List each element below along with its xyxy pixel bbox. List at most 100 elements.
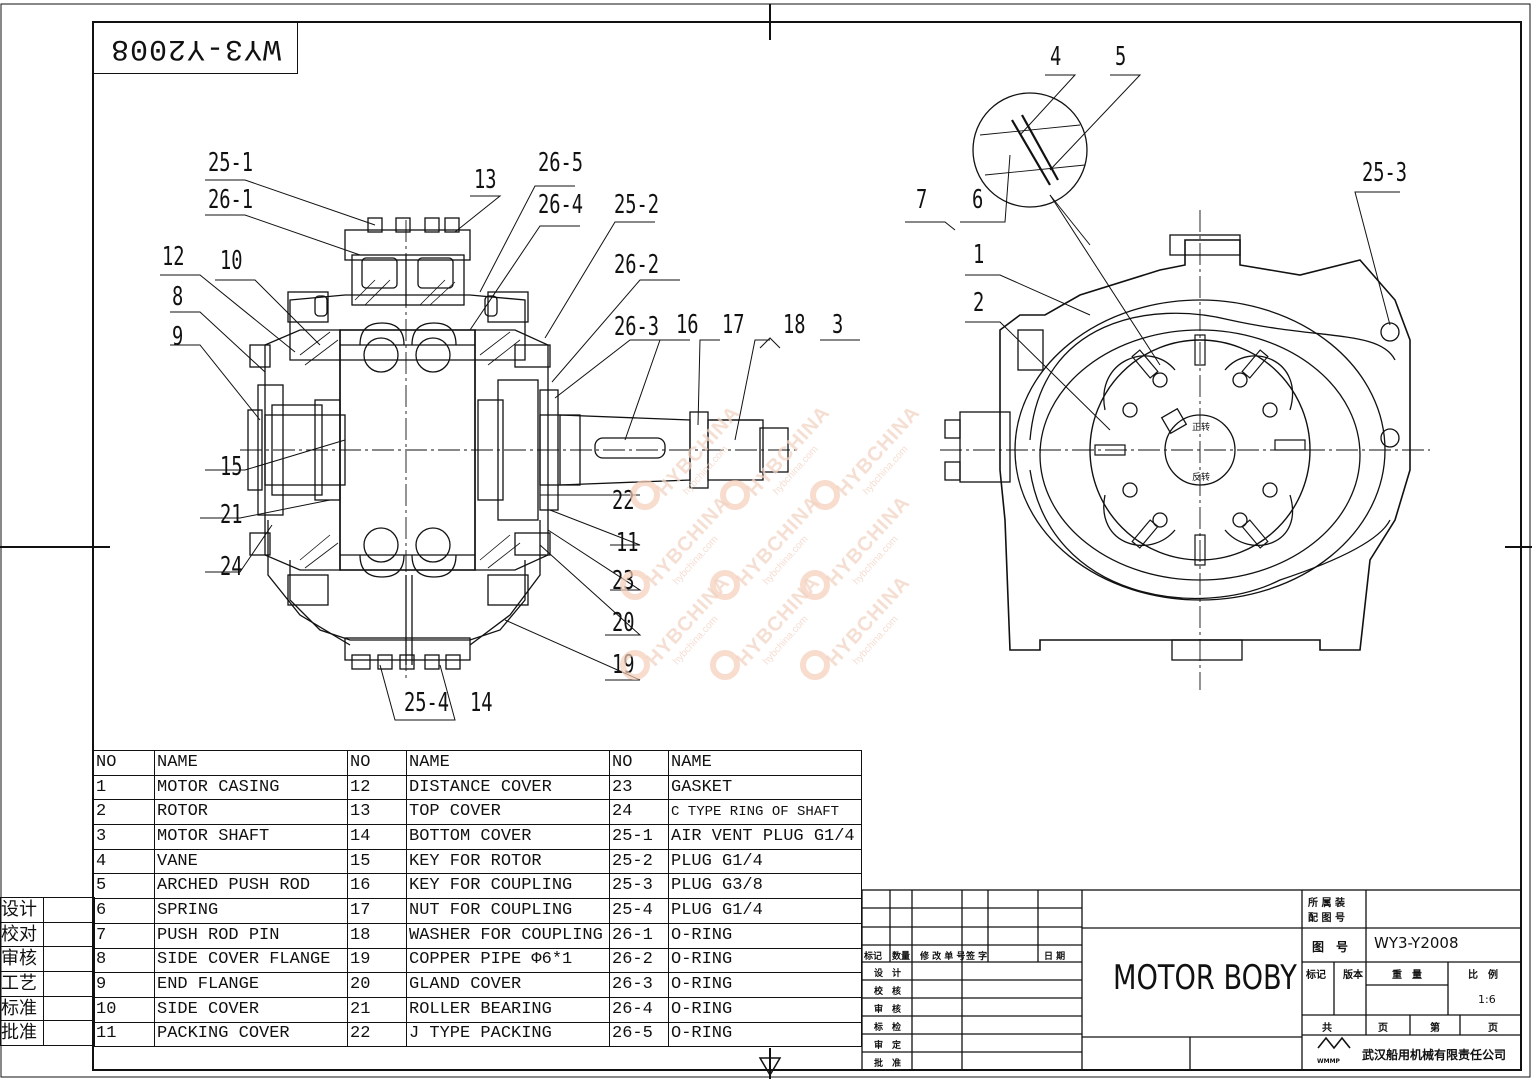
part-name-cell: GASKET bbox=[668, 774, 862, 801]
nth-label: 第 bbox=[1430, 1023, 1440, 1034]
part-number-cell: 26-5 bbox=[609, 1021, 669, 1048]
part-name-cell: KEY FOR COUPLING bbox=[406, 873, 610, 900]
callout-right-1: 1 bbox=[973, 240, 985, 270]
part-number-cell: 18 bbox=[347, 922, 407, 949]
drawing-no-label: 图 号 bbox=[1312, 940, 1349, 954]
part-name-cell: J TYPE PACKING bbox=[406, 1021, 610, 1048]
part-number-cell: 26-4 bbox=[609, 996, 669, 1023]
page-label-2: 页 bbox=[1488, 1023, 1498, 1034]
sign-field bbox=[43, 921, 95, 948]
part-number-cell: 7 bbox=[93, 922, 155, 949]
callout-right-5: 5 bbox=[1115, 42, 1127, 72]
watermark-logo-icon bbox=[710, 650, 740, 680]
callout-25-1: 25-1 bbox=[208, 148, 254, 178]
callout-right-25-3: 25-3 bbox=[1362, 158, 1408, 188]
part-name-cell: PLUG G1/4 bbox=[668, 898, 862, 924]
callout-8: 8 bbox=[172, 282, 184, 312]
sign-row: 标准 bbox=[0, 995, 95, 1022]
total-label: 共 bbox=[1322, 1023, 1332, 1034]
drawing-number-inverted: WY3-Y2008 bbox=[109, 31, 282, 65]
version-label: 版本 bbox=[1343, 970, 1363, 981]
part-number-cell: 9 bbox=[93, 972, 155, 998]
callout-17: 17 bbox=[722, 310, 745, 340]
callout-3: 3 bbox=[832, 310, 844, 340]
revision-header: 日 期 bbox=[1044, 952, 1066, 962]
part-number-cell: 22 bbox=[347, 1021, 407, 1048]
part-number-cell: 3 bbox=[93, 824, 155, 850]
callout-right-7: 7 bbox=[916, 185, 928, 215]
approval-sign-block: 设计校对审核工艺标准批准 bbox=[0, 897, 95, 1047]
watermark-logo-icon bbox=[800, 570, 830, 600]
part-number-cell: 24 bbox=[609, 799, 669, 826]
part-name-cell: KEY FOR ROTOR bbox=[406, 848, 610, 875]
part-name-cell: PACKING COVER bbox=[154, 1021, 348, 1048]
part-number-cell: 19 bbox=[347, 947, 407, 974]
revision-header: 签 字 bbox=[966, 952, 988, 962]
part-name-cell: BOTTOM COVER bbox=[406, 824, 610, 850]
watermark-logo-icon bbox=[810, 480, 840, 510]
parts-header-cell: NAME bbox=[406, 750, 610, 776]
rotor-mark-reverse: 反转 bbox=[1192, 473, 1211, 483]
callout-26-3: 26-3 bbox=[614, 312, 660, 342]
parts-header-cell: NAME bbox=[154, 750, 348, 776]
callout-right-2: 2 bbox=[973, 288, 985, 318]
sign-role-label: 工艺 bbox=[0, 971, 44, 997]
part-name-cell: VANE bbox=[154, 848, 348, 875]
part-number-cell: 6 bbox=[93, 898, 155, 924]
part-number-cell: 12 bbox=[347, 774, 407, 801]
callout-26-5: 26-5 bbox=[538, 148, 584, 178]
part-number-cell: 26-3 bbox=[609, 972, 669, 998]
part-number-cell: 25-1 bbox=[609, 824, 669, 850]
part-name-cell: SIDE COVER FLANGE bbox=[154, 947, 348, 974]
title-block-role: 审 定 bbox=[874, 1041, 902, 1051]
callout-11: 11 bbox=[616, 528, 639, 558]
part-number-cell: 26-2 bbox=[609, 947, 669, 974]
part-number-cell: 23 bbox=[609, 774, 669, 801]
sign-role-label: 设计 bbox=[0, 897, 44, 923]
part-name-cell: SIDE COVER bbox=[154, 996, 348, 1023]
part-number-cell: 5 bbox=[93, 873, 155, 900]
callout-10: 10 bbox=[220, 246, 243, 276]
part-number-cell: 25-3 bbox=[609, 873, 669, 900]
callout-20: 20 bbox=[612, 608, 635, 638]
sign-field bbox=[43, 897, 95, 923]
part-name-cell: ROLLER BEARING bbox=[406, 996, 610, 1023]
part-name-cell: O-RING bbox=[668, 922, 862, 949]
part-name-cell: SPRING bbox=[154, 898, 348, 924]
watermark-logo-icon bbox=[800, 650, 830, 680]
part-name-cell: NUT FOR COUPLING bbox=[406, 898, 610, 924]
parts-header-cell: NAME bbox=[668, 750, 862, 776]
page-label: 页 bbox=[1378, 1023, 1388, 1034]
part-name-cell: END FLANGE bbox=[154, 972, 348, 998]
drawing-title: MOTOR BOBY bbox=[1113, 958, 1297, 998]
callout-9: 9 bbox=[172, 322, 184, 352]
sign-role-label: 审核 bbox=[0, 946, 44, 973]
part-name-cell: AIR VENT PLUG G1/4 bbox=[668, 824, 862, 850]
part-name-cell: TOP COVER bbox=[406, 799, 610, 826]
mark-label: 标记 bbox=[1306, 970, 1326, 981]
part-number-cell: 10 bbox=[93, 996, 155, 1023]
scale-label: 比 例 bbox=[1468, 970, 1498, 981]
sign-row: 校对 bbox=[0, 921, 95, 948]
title-block-role: 批 准 bbox=[874, 1059, 902, 1069]
parts-header-cell: NO bbox=[93, 750, 155, 776]
sign-field bbox=[43, 1020, 95, 1047]
revision-header: 数量 bbox=[892, 952, 911, 962]
drawing-no-value: WY3-Y2008 bbox=[1374, 934, 1459, 952]
callout-13: 13 bbox=[474, 165, 497, 195]
sign-field bbox=[43, 946, 95, 973]
part-name-cell: COPPER PIPE Φ6*1 bbox=[406, 947, 610, 974]
part-number-cell: 17 bbox=[347, 898, 407, 924]
callout-18: 18 bbox=[783, 310, 806, 340]
part-number-cell: 13 bbox=[347, 799, 407, 826]
part-name-cell: PUSH ROD PIN bbox=[154, 922, 348, 949]
